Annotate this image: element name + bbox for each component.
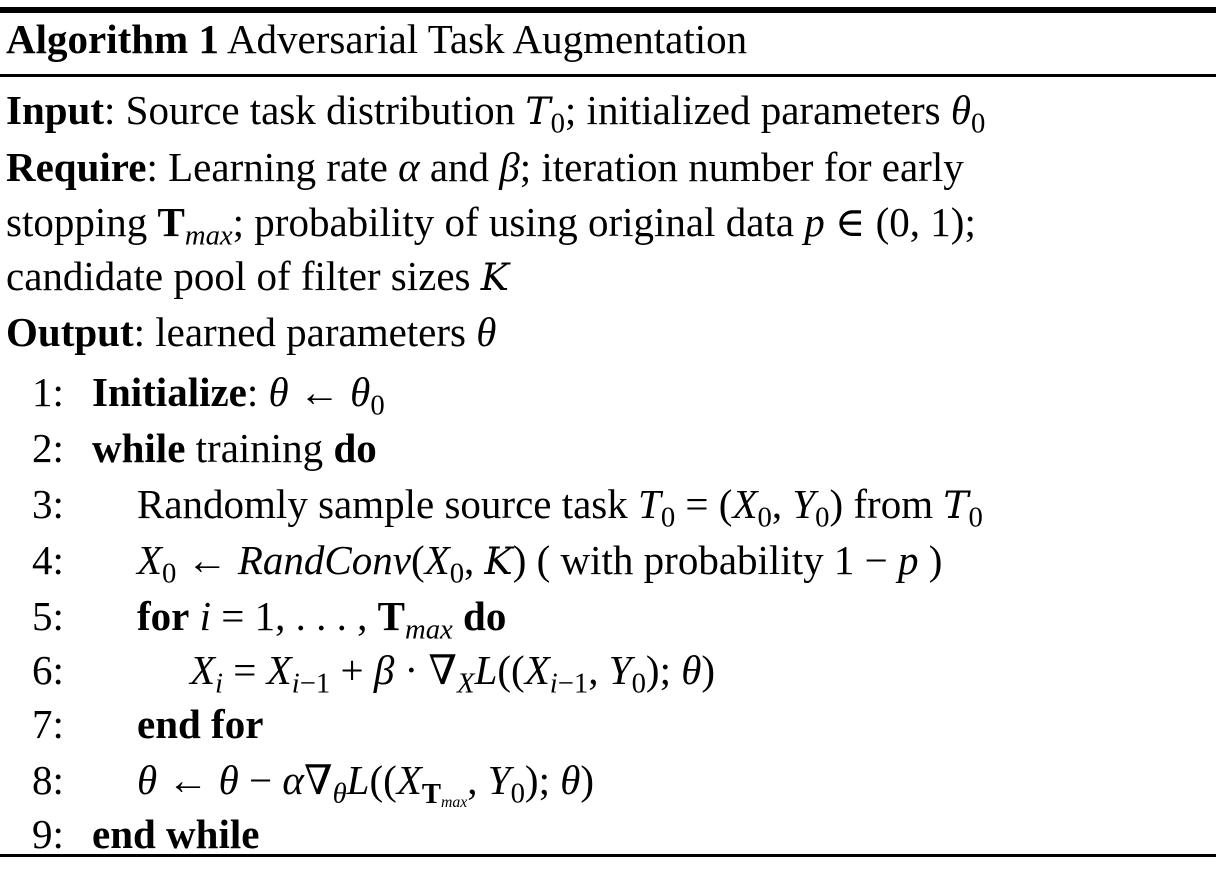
require-text-6: candidate pool of filter sizes bbox=[6, 253, 481, 299]
input-line: Input: Source task distribution T0; init… bbox=[6, 87, 986, 140]
step-number: 6: bbox=[32, 647, 64, 693]
algorithm-title: Algorithm 1 Adversarial Task Augmentatio… bbox=[6, 19, 747, 60]
sample-text: Randomly sample source task bbox=[137, 481, 639, 527]
step-number: 8: bbox=[32, 757, 64, 803]
while-keyword: while bbox=[92, 425, 186, 471]
algorithm-name: Adversarial Task Augmentation bbox=[226, 16, 748, 62]
end-for-keyword: end for bbox=[137, 701, 264, 747]
output-line: Output: learned parameters θ bbox=[6, 309, 497, 355]
require-line-1: Require: Learning rate α and β; iteratio… bbox=[6, 144, 964, 190]
require-line-2: stopping Tmax; probability of using orig… bbox=[6, 199, 976, 252]
require-line-3: candidate pool of filter sizes K bbox=[6, 253, 509, 299]
require-text-2: and bbox=[419, 144, 500, 190]
step-number: 4: bbox=[32, 537, 64, 583]
step-4: X0 ← RandConv(X0, K) ( with probability … bbox=[137, 537, 943, 590]
step-number: 7: bbox=[32, 701, 64, 747]
input-text: Source task distribution bbox=[125, 87, 526, 133]
step-5: for i = 1, . . . , Tmax do bbox=[137, 593, 507, 646]
training-text: training bbox=[185, 425, 334, 471]
step-number: 9: bbox=[32, 811, 64, 857]
step-7: end for bbox=[137, 704, 263, 745]
step-9: end while bbox=[92, 814, 259, 855]
close-paren-text: ) bbox=[918, 537, 943, 583]
algorithm-label: Algorithm 1 bbox=[6, 16, 219, 62]
step-2: while training do bbox=[92, 428, 377, 469]
require-text-5: ; probability of using original data bbox=[232, 199, 805, 245]
for-keyword: for bbox=[137, 593, 190, 639]
input-text-2: ; initialized parameters bbox=[564, 87, 951, 133]
step-6: Xi = Xi−1 + β · ∇XL((Xi−1, Y0); θ) bbox=[190, 647, 716, 700]
do-keyword: do bbox=[333, 425, 377, 471]
step-3: Randomly sample source task T0 = (X0, Y0… bbox=[137, 481, 983, 534]
step-8: θ ← θ − α∇θL((XTmax, Y0); θ) bbox=[137, 757, 595, 811]
output-keyword: Output bbox=[6, 309, 134, 355]
input-keyword: Input bbox=[6, 87, 105, 133]
initialize-keyword: Initialize bbox=[92, 369, 247, 415]
step-number: 5: bbox=[32, 593, 64, 639]
require-text-4: stopping bbox=[6, 199, 158, 245]
top-rule bbox=[0, 7, 1216, 13]
end-while-keyword: end while bbox=[92, 811, 260, 857]
output-text: learned parameters bbox=[155, 309, 477, 355]
step-number: 2: bbox=[32, 425, 64, 471]
step-number: 1: bbox=[32, 369, 64, 415]
from-text: from bbox=[843, 481, 944, 527]
require-keyword: Require bbox=[6, 144, 147, 190]
require-text: Learning rate bbox=[168, 144, 399, 190]
bottom-rule bbox=[0, 854, 1216, 857]
header-rule bbox=[0, 74, 1216, 77]
step-number: 3: bbox=[32, 481, 64, 527]
probability-text: ( with probability 1 − bbox=[526, 537, 898, 583]
do-keyword: do bbox=[463, 593, 507, 639]
require-text-3: ; iteration number for early bbox=[519, 144, 964, 190]
step-1: Initialize: θ ← θ0 bbox=[92, 369, 385, 422]
